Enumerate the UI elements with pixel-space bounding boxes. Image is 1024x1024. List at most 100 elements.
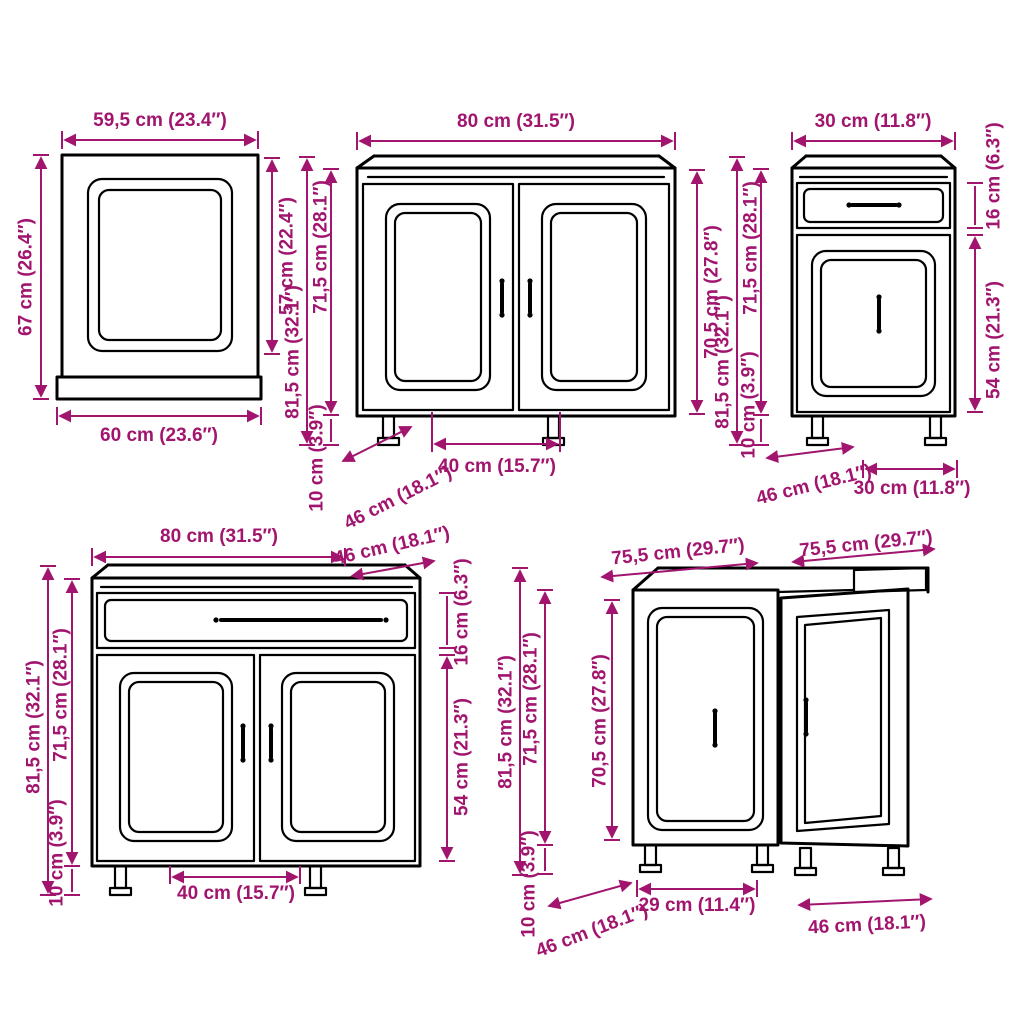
dimension-label: 60 cm (23.6″) [100, 425, 218, 446]
dim-base30-drawer-height: 16 cm (6.3″) [967, 122, 1005, 230]
dimension-label: 81,5 cm (32.1″) [283, 285, 304, 419]
dimension-label: 46 cm (18.1″) [808, 911, 927, 938]
dimension-label: 81,5 cm (32.1″) [496, 655, 517, 789]
dim-base30-width-top: 30 cm (11.8″) [791, 111, 956, 150]
dimension-line [765, 441, 855, 464]
base-cabinet-80-drawer-drawing [90, 563, 422, 897]
door-frame [127, 680, 225, 834]
dim-base80-drawer-height: 16 cm (6.3″) [439, 558, 473, 666]
leg [303, 864, 328, 897]
top-side-edge [939, 154, 957, 170]
dimension-label: 40 cm (15.7″) [177, 883, 295, 904]
dimension-label: 70,5 cm (27.8″) [702, 225, 723, 359]
door-handle-icon [876, 294, 882, 334]
dim-sink80-height-total: 81,5 cm (32.1″) [283, 156, 315, 446]
dim-sink80-height-carcass: 71,5 cm (28.1″) [311, 168, 339, 416]
dimension-label: 75,5 cm (29.7″) [610, 535, 745, 570]
dimension-label: 54 cm (21.3″) [984, 281, 1005, 399]
base-cabinet-80-doors-drawing [355, 154, 677, 447]
handle-screw [712, 708, 718, 714]
door-frame [86, 177, 234, 353]
dimension-label: 16 cm (6.3″) [452, 558, 473, 665]
door-frame [655, 615, 756, 823]
door-frame [118, 671, 234, 843]
door-handle-icon [268, 723, 274, 763]
door [795, 233, 952, 414]
cabinet-outline [790, 166, 957, 418]
dim-corner-width-left: 75,5 cm (29.7″) [600, 535, 759, 583]
door-handle-icon [803, 697, 809, 737]
door-frame [280, 671, 396, 843]
leg [793, 846, 818, 877]
dimension-label: 71,5 cm (28.1″) [521, 632, 542, 766]
leg [750, 843, 775, 874]
handle-screw [240, 757, 246, 763]
dim-wall-width-bottom: 60 cm (23.6″) [56, 407, 262, 446]
top-side-edge [90, 563, 110, 580]
door-frame [393, 211, 483, 383]
dimension-label: 80 cm (31.5″) [457, 111, 575, 132]
base-cabinet-80-drawer: 80 cm (31.5″) 46 cm (18.1″) 16 cm (6.3″)… [24, 523, 473, 907]
handle-screw [383, 617, 389, 623]
leg [108, 864, 133, 897]
dim-sink80-door-width: 40 cm (15.7″) [431, 412, 561, 477]
dim-corner-height-carcass: 71,5 cm (28.1″) [521, 589, 553, 846]
base-cabinet-30-drawer: 30 cm (11.8″) 16 cm (6.3″) 54 cm (21.3″)… [713, 111, 1005, 509]
dim-base80-width-top: 80 cm (31.5″) [91, 526, 346, 566]
door-handle-icon [240, 723, 246, 763]
leg [638, 843, 663, 874]
dim-base30-width-bottom: 30 cm (11.8″) [854, 460, 970, 499]
dim-base30-legs: 10 cm (3.9″) [739, 351, 769, 459]
dimension-label: 54 cm (21.3″) [452, 698, 473, 816]
dim-wall-height-right: 57 cm (22.4″) [264, 157, 298, 355]
left-front-face [631, 588, 780, 847]
drawer-front [795, 181, 952, 230]
cabinet-outline [90, 576, 422, 868]
dim-sink80-height-front: 70,5 cm (27.8″) [689, 169, 723, 415]
dimension-label: 71,5 cm (28.1″) [311, 180, 332, 314]
handle-screw [499, 278, 505, 284]
handle-screw [896, 202, 902, 208]
corner-cabinet: 75,5 cm (29.7″) 75,5 cm (29.7″) 81,5 cm … [496, 527, 936, 962]
leg [881, 846, 906, 877]
handle-screw [876, 328, 882, 334]
door-frame [384, 202, 492, 392]
dimension-label: 71,5 cm (28.1″) [51, 628, 72, 762]
right-door [258, 653, 417, 863]
cabinet-outline [60, 153, 260, 379]
door-frame [540, 202, 648, 392]
cabinet-outline [355, 166, 677, 418]
top-corner-panel [852, 566, 928, 594]
dim-base80-height-carcass: 71,5 cm (28.1″) [51, 578, 80, 867]
base-cabinet-30-drawer-drawing [790, 154, 957, 447]
top-side-edge [790, 154, 808, 170]
dimension-label: 81,5 cm (32.1″) [24, 660, 45, 794]
dimension-line [350, 556, 436, 581]
door-handle-icon [499, 278, 505, 318]
drawer-handle-icon [846, 202, 902, 208]
handle-screw [803, 697, 809, 703]
dimension-label: 29 cm (11.4″) [639, 895, 756, 916]
drawer-handle-icon [213, 617, 389, 623]
door-handle-icon [527, 278, 533, 318]
dim-corner-height-total: 81,5 cm (32.1″) [496, 567, 528, 876]
dim-sink80-legs: 10 cm (3.9″) [307, 404, 339, 512]
door-frame [810, 249, 937, 398]
dim-corner-height-front: 70,5 cm (27.8″) [590, 599, 620, 841]
door-frame [646, 606, 765, 832]
dimension-label: 30 cm (11.8″) [815, 111, 932, 132]
dim-base30-height-carcass: 71,5 cm (28.1″) [741, 168, 769, 416]
dimension-label: 81,5 cm (32.1″) [713, 295, 734, 429]
wall-cabinet: 59,5 cm (23.4″) 67 cm (26.4″) 57 cm (22.… [16, 110, 298, 446]
handle-screw [527, 312, 533, 318]
handle-screw [527, 278, 533, 284]
door-frame [819, 258, 928, 389]
dim-wall-width-top: 59,5 cm (23.4″) [61, 110, 259, 149]
handle-screw [268, 723, 274, 729]
door-frame [803, 616, 883, 825]
dimension-label: 10 cm (3.9″) [47, 799, 68, 906]
dim-base80-door-width: 40 cm (15.7″) [169, 866, 301, 904]
drawer-front [95, 591, 417, 650]
dim-corner-depth-right: 46 cm (18.1″) [797, 893, 933, 939]
